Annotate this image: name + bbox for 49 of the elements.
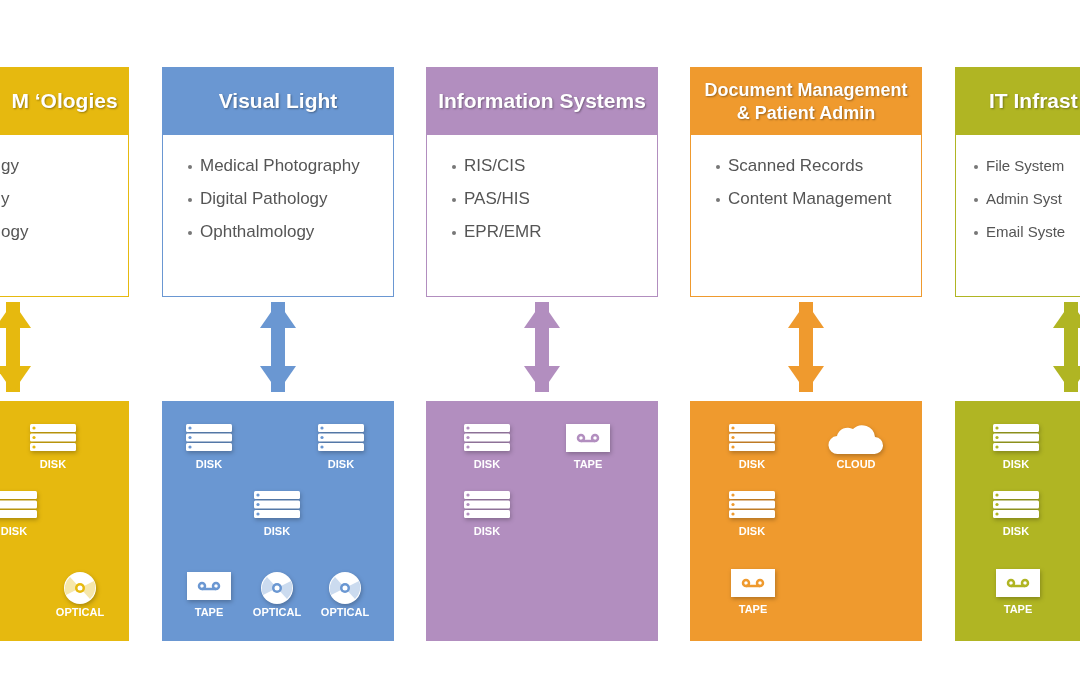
list-item: EPR/EMR — [464, 222, 542, 242]
category-card — [690, 67, 922, 297]
storage-label: DISK — [263, 525, 291, 537]
list-item: RIS/CIS — [464, 156, 526, 176]
storage-label: TAPE — [194, 606, 224, 618]
list-item: Medical Photography — [200, 156, 360, 176]
storage-label: DISK — [738, 525, 766, 537]
storage-label: DISK — [738, 458, 766, 470]
double-arrow — [260, 302, 296, 392]
storage-label: TAPE — [1003, 603, 1033, 615]
storage-label: DISK — [327, 458, 355, 470]
list-item: Email Syste — [986, 223, 1066, 240]
storage-panel — [690, 401, 922, 641]
storage-panel — [162, 401, 394, 641]
list-item: y — [1, 189, 10, 209]
list-item: gy — [1, 156, 19, 176]
list-item: File System — [986, 157, 1065, 174]
storage-label: CLOUD — [836, 458, 876, 470]
list-item: Scanned Records — [728, 156, 864, 176]
double-arrow — [788, 302, 824, 392]
list-item: Content Management — [728, 189, 892, 209]
double-arrow — [524, 302, 560, 392]
double-arrow — [0, 302, 31, 392]
category-card — [426, 67, 658, 297]
double-arrow — [1053, 302, 1080, 392]
category-card — [162, 67, 394, 297]
storage-label: OPTICAL — [252, 606, 302, 618]
list-item: ogy — [1, 222, 29, 242]
list-item: PAS/HIS — [464, 189, 530, 209]
heading-band: M ‘Ologies — [0, 68, 128, 135]
heading-band: Document Management & Patient Admin — [691, 68, 921, 135]
storage-label: DISK — [1002, 458, 1030, 470]
storage-label: DISK — [473, 525, 501, 537]
storage-label: TAPE — [738, 603, 768, 615]
heading-band: Visual Light — [163, 68, 393, 135]
storage-label: DISK — [1002, 525, 1030, 537]
storage-label: DISK — [0, 525, 28, 537]
storage-panel — [426, 401, 658, 641]
list-item: Admin Syst — [986, 190, 1062, 207]
storage-label: TAPE — [573, 458, 603, 470]
storage-label: DISK — [473, 458, 501, 470]
heading-band: IT Infrast — [956, 68, 1080, 135]
storage-label: DISK — [195, 458, 223, 470]
storage-label: DISK — [39, 458, 67, 470]
heading-band: Information Systems — [427, 68, 657, 135]
list-item: Digital Pathology — [200, 189, 328, 209]
storage-label: OPTICAL — [55, 606, 105, 618]
list-item: Ophthalmology — [200, 222, 315, 242]
storage-label: OPTICAL — [320, 606, 370, 618]
